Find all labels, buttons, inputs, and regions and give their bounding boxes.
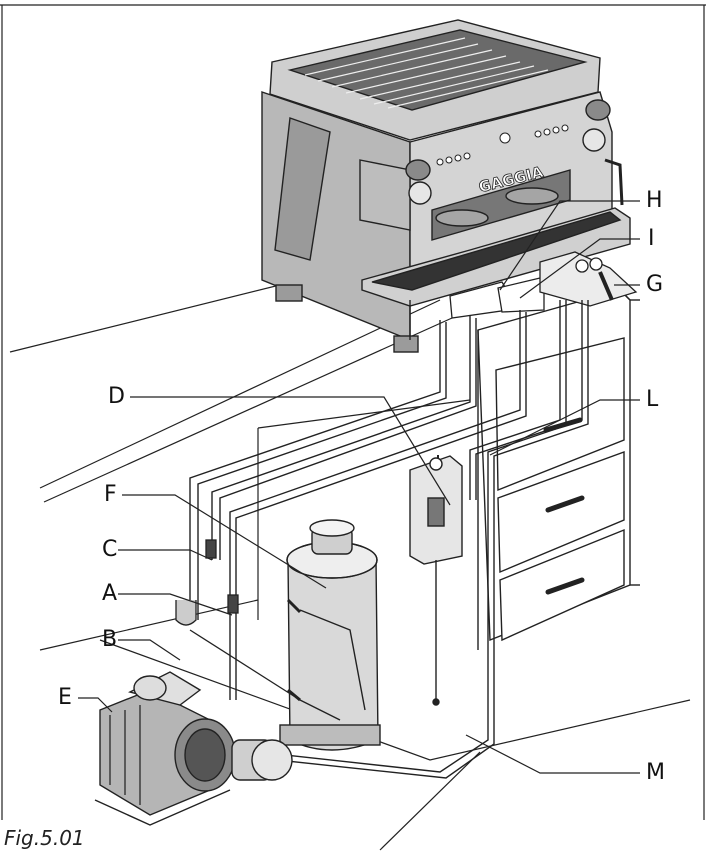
inline-valves (175, 539, 301, 701)
cabinet (477, 289, 640, 650)
counter-lines (9, 279, 691, 851)
electrical-box (409, 455, 463, 706)
label-f: F (104, 482, 117, 507)
label-a: A (102, 581, 118, 606)
label-l: L (646, 387, 659, 412)
pump-motor (94, 671, 293, 826)
label-b: B (102, 627, 118, 652)
label-m: M (646, 760, 665, 785)
figure-caption: Fig.5.01 (4, 826, 85, 850)
label-c: C (102, 537, 118, 562)
frame (0, 4, 706, 820)
espresso-machine (261, 19, 631, 353)
label-i: I (648, 226, 655, 251)
leader-lines (78, 200, 640, 774)
label-d: D (108, 384, 125, 409)
label-e: E (58, 685, 72, 710)
label-g: G (646, 272, 664, 297)
water-softener (279, 519, 381, 751)
label-h: H (646, 188, 663, 213)
